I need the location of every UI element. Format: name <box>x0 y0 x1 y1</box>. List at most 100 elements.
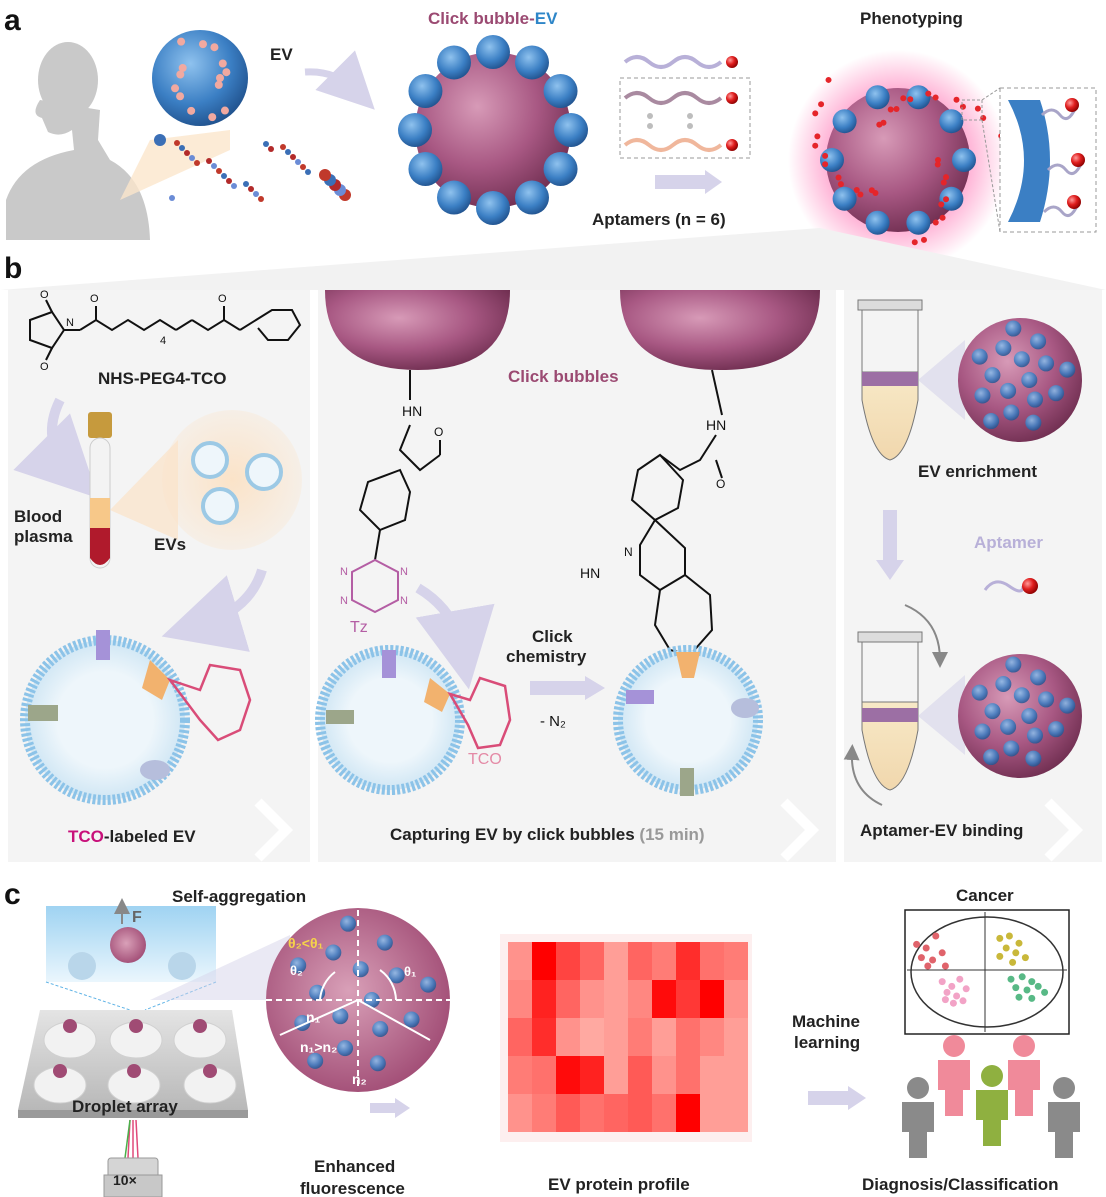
ev-particle <box>543 74 578 108</box>
particle-dot <box>211 163 217 169</box>
ev-particle <box>1021 708 1038 724</box>
ev-surface-protein <box>198 40 207 49</box>
heatmap-cell <box>724 1018 748 1056</box>
evs-zoom-circle <box>162 410 302 550</box>
ev-particle <box>820 148 844 172</box>
scatter-point <box>1041 988 1049 996</box>
heatmap-cell <box>556 1094 580 1132</box>
ev-particle <box>398 113 432 147</box>
dye-dot <box>974 105 981 112</box>
particle-dot <box>268 146 274 152</box>
enrichment-zoom-circle <box>958 318 1082 442</box>
ev-sphere-icon <box>152 30 248 126</box>
scatter-point <box>1028 978 1036 986</box>
aptamer-label: Aptamer <box>974 533 1043 552</box>
scatter-point <box>962 985 970 993</box>
scatter-point <box>917 954 925 962</box>
dye-dot <box>822 161 829 168</box>
particle-dot <box>305 169 311 175</box>
scatter-point <box>996 952 1004 960</box>
scatter-point <box>922 944 930 952</box>
funnel-backdrop <box>0 228 1106 290</box>
arrow-enhanced-head <box>395 1098 410 1118</box>
dye-dot <box>837 181 844 188</box>
droplet-aggregate-icon <box>203 1064 217 1078</box>
arrow-aptamer-curve <box>904 604 948 668</box>
ev-particle <box>1026 391 1043 408</box>
zoom-line-bottom <box>981 119 1001 233</box>
scatter-point <box>1002 944 1010 952</box>
ev-particle <box>984 703 1001 720</box>
particle-dots <box>154 134 351 202</box>
reagent-label: NHS-PEG4-TCO <box>98 369 226 388</box>
heatmap-cell <box>700 1056 724 1094</box>
particle-dot <box>169 195 175 201</box>
aptamer-1 <box>623 55 723 69</box>
person-head-icon <box>943 1035 965 1057</box>
capturing-label: Capturing EV by click bubbles (15 min) <box>390 825 705 844</box>
ev-particle <box>515 180 549 215</box>
scatter-point <box>1028 994 1036 1002</box>
atom-o-left: O <box>434 425 443 439</box>
scatter-point <box>913 940 921 948</box>
ev-particle <box>408 152 443 186</box>
dye-dot <box>935 157 941 163</box>
dye-dot <box>938 201 945 208</box>
dye-dot <box>812 110 819 117</box>
cancer-label: Cancer <box>956 886 1014 905</box>
person-body-icon <box>902 1102 934 1158</box>
dye-dot <box>943 196 950 203</box>
heatmap-cell <box>628 1056 652 1094</box>
human-silhouette-icon <box>6 42 150 240</box>
tco-ring-2 <box>447 676 512 750</box>
minus-n2-label: - N₂ <box>540 713 566 730</box>
ev-particle <box>352 961 369 978</box>
ev-particle <box>388 967 405 984</box>
heatmap-cell <box>676 942 700 980</box>
heatmap-cell <box>700 980 724 1018</box>
dye-dot <box>932 219 939 226</box>
scatter-point <box>949 999 957 1007</box>
heatmap-cell <box>604 980 628 1018</box>
ev-particle <box>1048 385 1065 402</box>
ev-particle <box>939 109 964 134</box>
particle-dot <box>226 178 232 184</box>
scatter-point <box>1007 975 1015 983</box>
dye-dot <box>939 214 946 221</box>
atom-o-right: O <box>716 477 725 491</box>
scatter-point <box>1023 986 1031 994</box>
blood-label: Blood <box>14 507 62 526</box>
ev-particle <box>337 1040 354 1057</box>
ev-particle <box>983 749 1000 766</box>
zoom-aptamers <box>1040 98 1085 218</box>
particle-dot <box>248 186 254 192</box>
dye-dot <box>814 133 821 140</box>
atom-o1: O <box>40 289 49 301</box>
heatmap-cell <box>604 942 628 980</box>
ev-particle <box>1021 372 1038 388</box>
ev-particle <box>369 1055 386 1072</box>
heatmap-cell <box>532 1018 556 1056</box>
ev-surface-protein <box>178 63 187 72</box>
svg-text:N: N <box>400 595 408 607</box>
droplet-aggregate-icon <box>129 1019 143 1033</box>
ev-particle <box>1005 656 1022 673</box>
plasma-zoom-cone <box>110 440 178 540</box>
scatter-point <box>929 956 937 964</box>
scatter-point <box>938 978 946 986</box>
svg-text:N: N <box>400 566 408 578</box>
aptamer-dye-icon <box>1022 578 1038 594</box>
ev-particle <box>515 45 549 80</box>
hn-label-right: HN <box>706 417 726 433</box>
heatmap-cell <box>532 942 556 980</box>
ev-particle <box>1025 750 1042 767</box>
scatter-point <box>1015 993 1023 1001</box>
ev-particle <box>420 976 437 993</box>
heatmap-cell <box>508 942 532 980</box>
arrow-ev-to-bubble <box>304 50 375 110</box>
atom-n-product: N <box>624 545 633 559</box>
ev-surface-protein <box>222 68 231 77</box>
hn-label-ring: HN <box>580 565 600 581</box>
heatmap-cell <box>724 980 748 1018</box>
particle-dot <box>216 168 222 174</box>
